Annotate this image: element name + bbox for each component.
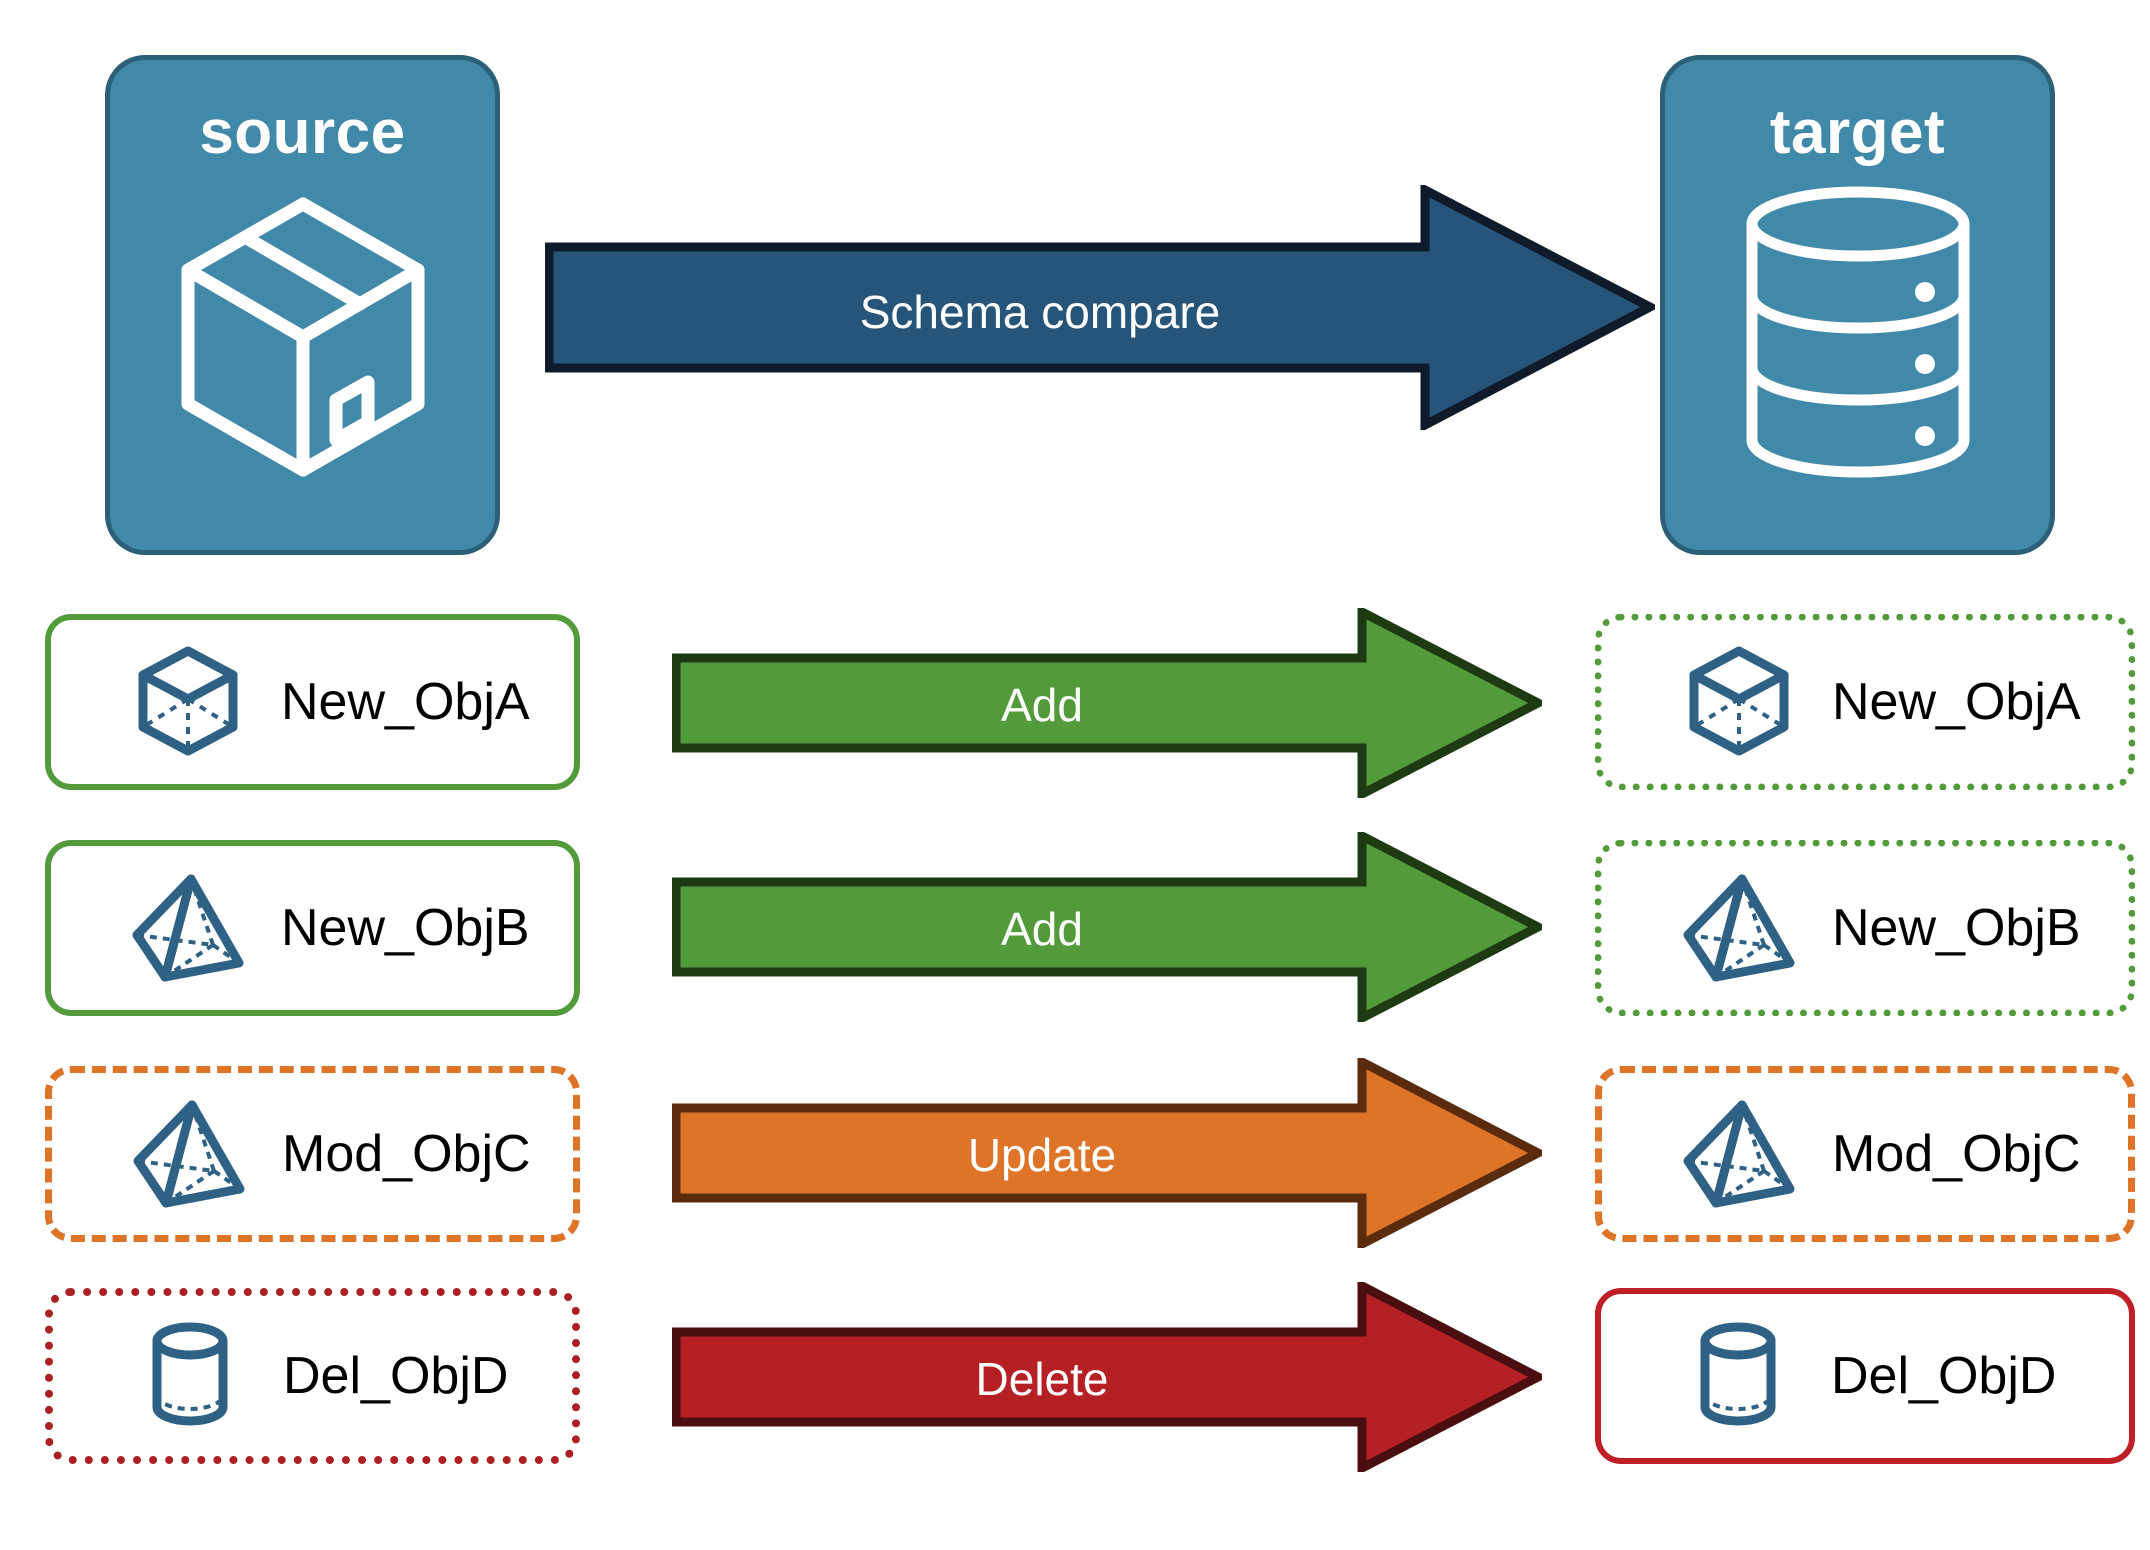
target-object-label: Mod_ObjC xyxy=(1832,1125,2081,1183)
source-title: source xyxy=(199,98,406,167)
source-object-box-del-objd: Del_ObjD xyxy=(45,1288,580,1464)
wireframe-pyramid-icon xyxy=(130,1093,248,1216)
target-object-label: New_ObjB xyxy=(1832,899,2081,957)
database-cylinder-icon xyxy=(1733,182,1983,487)
source-object-box-mod-objc: Mod_ObjC xyxy=(45,1066,580,1242)
wireframe-pyramid-icon xyxy=(1680,867,1798,990)
target-object-label: Del_ObjD xyxy=(1831,1347,2057,1405)
target-object-box-new-obja: New_ObjA xyxy=(1595,614,2135,790)
wireframe-cylinder-icon xyxy=(131,1315,249,1438)
target-title: target xyxy=(1769,98,1946,167)
add-arrow-row1 xyxy=(671,604,1548,802)
source-object-box-new-objb: New_ObjB xyxy=(45,840,580,1016)
source-object-label: New_ObjA xyxy=(281,673,530,731)
source-object-label: New_ObjB xyxy=(281,899,530,957)
source-object-label: Mod_ObjC xyxy=(282,1125,531,1183)
wireframe-pyramid-icon xyxy=(1680,1093,1798,1216)
update-arrow-row3 xyxy=(671,1054,1548,1252)
wireframe-pyramid-icon xyxy=(129,867,247,990)
delete-arrow-row4 xyxy=(671,1278,1548,1476)
wireframe-cube-icon xyxy=(1680,641,1798,764)
schema-compare-arrow xyxy=(544,182,1660,433)
target-object-box-del-objd: Del_ObjD xyxy=(1595,1288,2135,1464)
target-object-box-mod-objc: Mod_ObjC xyxy=(1595,1066,2135,1242)
package-box-icon xyxy=(168,182,438,487)
wireframe-cube-icon xyxy=(129,641,247,764)
add-arrow-row2 xyxy=(671,828,1548,1026)
source-endpoint-card: source xyxy=(105,55,500,555)
source-object-label: Del_ObjD xyxy=(283,1347,509,1405)
wireframe-cylinder-icon xyxy=(1679,1315,1797,1438)
target-endpoint-card: target xyxy=(1660,55,2055,555)
target-object-box-new-objb: New_ObjB xyxy=(1595,840,2135,1016)
source-object-box-new-obja: New_ObjA xyxy=(45,614,580,790)
target-object-label: New_ObjA xyxy=(1832,673,2081,731)
